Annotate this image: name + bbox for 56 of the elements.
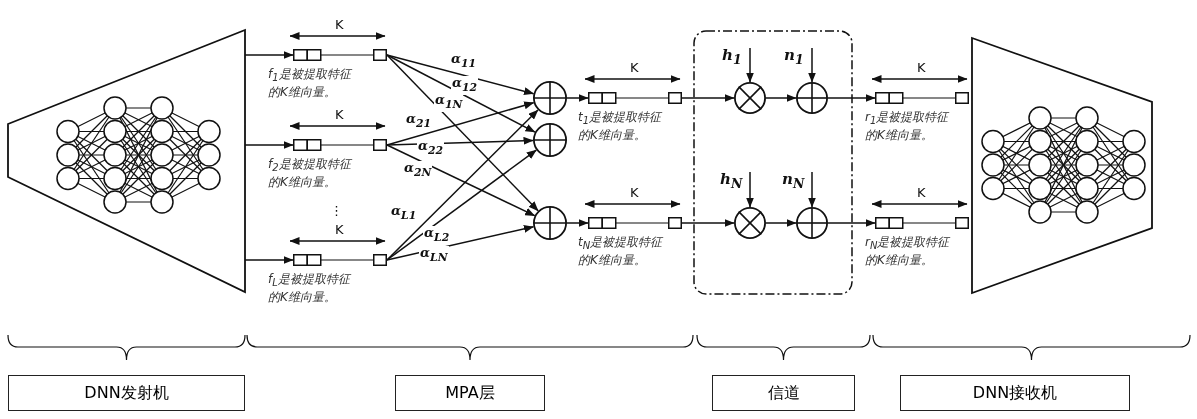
neural-network-drawing — [972, 38, 1154, 295]
adder-symbol — [796, 207, 828, 239]
vector-caption: f$_{L}$是被提取特征的K维向量。 — [268, 272, 353, 305]
arrow — [765, 219, 797, 227]
vector-caption: t$_{1}$是被提取特征的K维向量。 — [578, 110, 664, 143]
vector-caption: r$_{N}$是被提取特征的K维向量。 — [865, 235, 952, 268]
vector-caption: r$_{1}$是被提取特征的K维向量。 — [865, 110, 951, 143]
vector-caption: f$_{2}$是被提取特征的K维向量。 — [268, 157, 354, 190]
multiplier-symbol — [734, 207, 766, 239]
arrow — [386, 109, 539, 261]
edge-label: α$_{1N}$ — [434, 93, 464, 112]
arrow — [566, 94, 589, 102]
arrow — [244, 256, 294, 264]
vector-caption: f$_{1}$是被提取特征的K维向量。 — [268, 67, 354, 100]
section-label: MPA层 — [395, 375, 545, 411]
arrow — [244, 51, 294, 59]
arrow — [765, 94, 797, 102]
signal-symbol: h$_{N}$ — [720, 170, 743, 193]
arrow — [386, 149, 538, 261]
arrow — [681, 94, 735, 102]
adder-symbol — [533, 123, 567, 157]
signal-symbol: h$_{1}$ — [722, 46, 742, 69]
arrow — [808, 47, 816, 83]
dimension-label: K — [335, 18, 344, 32]
arrow — [386, 144, 536, 217]
arrow — [386, 54, 539, 212]
ellipsis: ⋮ — [330, 204, 343, 218]
arrow — [808, 171, 816, 208]
dimension-label: K — [917, 186, 926, 200]
arrow — [746, 47, 754, 83]
arrow — [681, 219, 735, 227]
edge-label: α$_{12}$ — [451, 76, 479, 95]
multiplier-symbol — [734, 82, 766, 114]
arrow — [827, 219, 876, 227]
dimension-label: K — [917, 61, 926, 75]
adder-symbol — [533, 206, 567, 240]
arrow — [566, 219, 589, 227]
neural-network-drawing — [8, 30, 246, 293]
section-label: DNN接收机 — [900, 375, 1130, 411]
dimension-label: K — [335, 108, 344, 122]
dimension-label: K — [630, 61, 639, 75]
arrow — [746, 171, 754, 208]
signal-symbol: n$_{N}$ — [782, 170, 805, 193]
arrow — [244, 141, 294, 149]
section-label: DNN发射机 — [8, 375, 245, 411]
adder-symbol — [796, 82, 828, 114]
arrow — [386, 101, 535, 146]
signal-symbol: n$_{1}$ — [784, 46, 804, 69]
arrow — [827, 94, 876, 102]
dimension-label: K — [335, 223, 344, 237]
vector-caption: t$_{N}$是被提取特征的K维向量。 — [578, 235, 665, 268]
adder-symbol — [533, 81, 567, 115]
section-label: 信道 — [712, 375, 855, 411]
arrow — [386, 54, 536, 133]
edge-label: α$_{L2}$ — [423, 226, 451, 245]
dimension-label: K — [630, 186, 639, 200]
